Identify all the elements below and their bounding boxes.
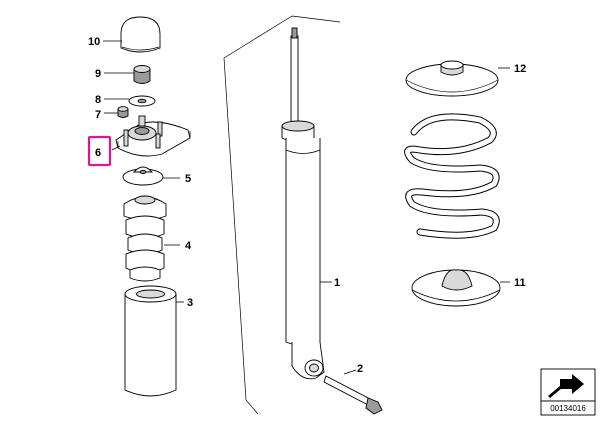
callout-2: 2 <box>357 363 363 375</box>
cover-cap-part[interactable] <box>120 16 161 53</box>
washer-part[interactable] <box>128 95 156 107</box>
leader-lines <box>103 40 510 375</box>
highlight-frame-6 <box>87 135 112 167</box>
callout-12: 12 <box>514 63 526 75</box>
upper-spring-pad-part[interactable] <box>405 60 499 97</box>
arrow-icon <box>548 374 584 398</box>
self-locking-nut-part[interactable] <box>133 65 151 84</box>
hex-bolt-part[interactable] <box>323 375 383 415</box>
callout-7: 7 <box>95 109 101 121</box>
callout-10: 10 <box>88 36 100 48</box>
callout-9: 9 <box>95 68 101 80</box>
callout-8: 8 <box>95 94 101 106</box>
assembly-outline <box>223 15 341 415</box>
callout-1: 1 <box>334 277 340 289</box>
callout-5: 5 <box>185 173 191 185</box>
upper-spring-pad-disc-part[interactable] <box>122 166 164 186</box>
callout-11: 11 <box>514 277 526 289</box>
callout-4: 4 <box>185 240 192 252</box>
support-bearing-part[interactable] <box>115 115 191 157</box>
callout-6[interactable]: 6 <box>95 147 101 159</box>
lower-spring-pad-part[interactable] <box>411 269 501 307</box>
coil-spring-part[interactable] <box>404 113 500 239</box>
diagram-code: 00134016 <box>550 404 586 413</box>
protection-tube-part[interactable] <box>124 285 177 397</box>
callout-3: 3 <box>187 297 193 309</box>
additional-damper-part[interactable] <box>123 195 167 282</box>
reference-box: 00134016 <box>540 368 596 416</box>
shock-absorber-part[interactable] <box>281 27 325 380</box>
hex-nut-part[interactable] <box>117 106 129 118</box>
